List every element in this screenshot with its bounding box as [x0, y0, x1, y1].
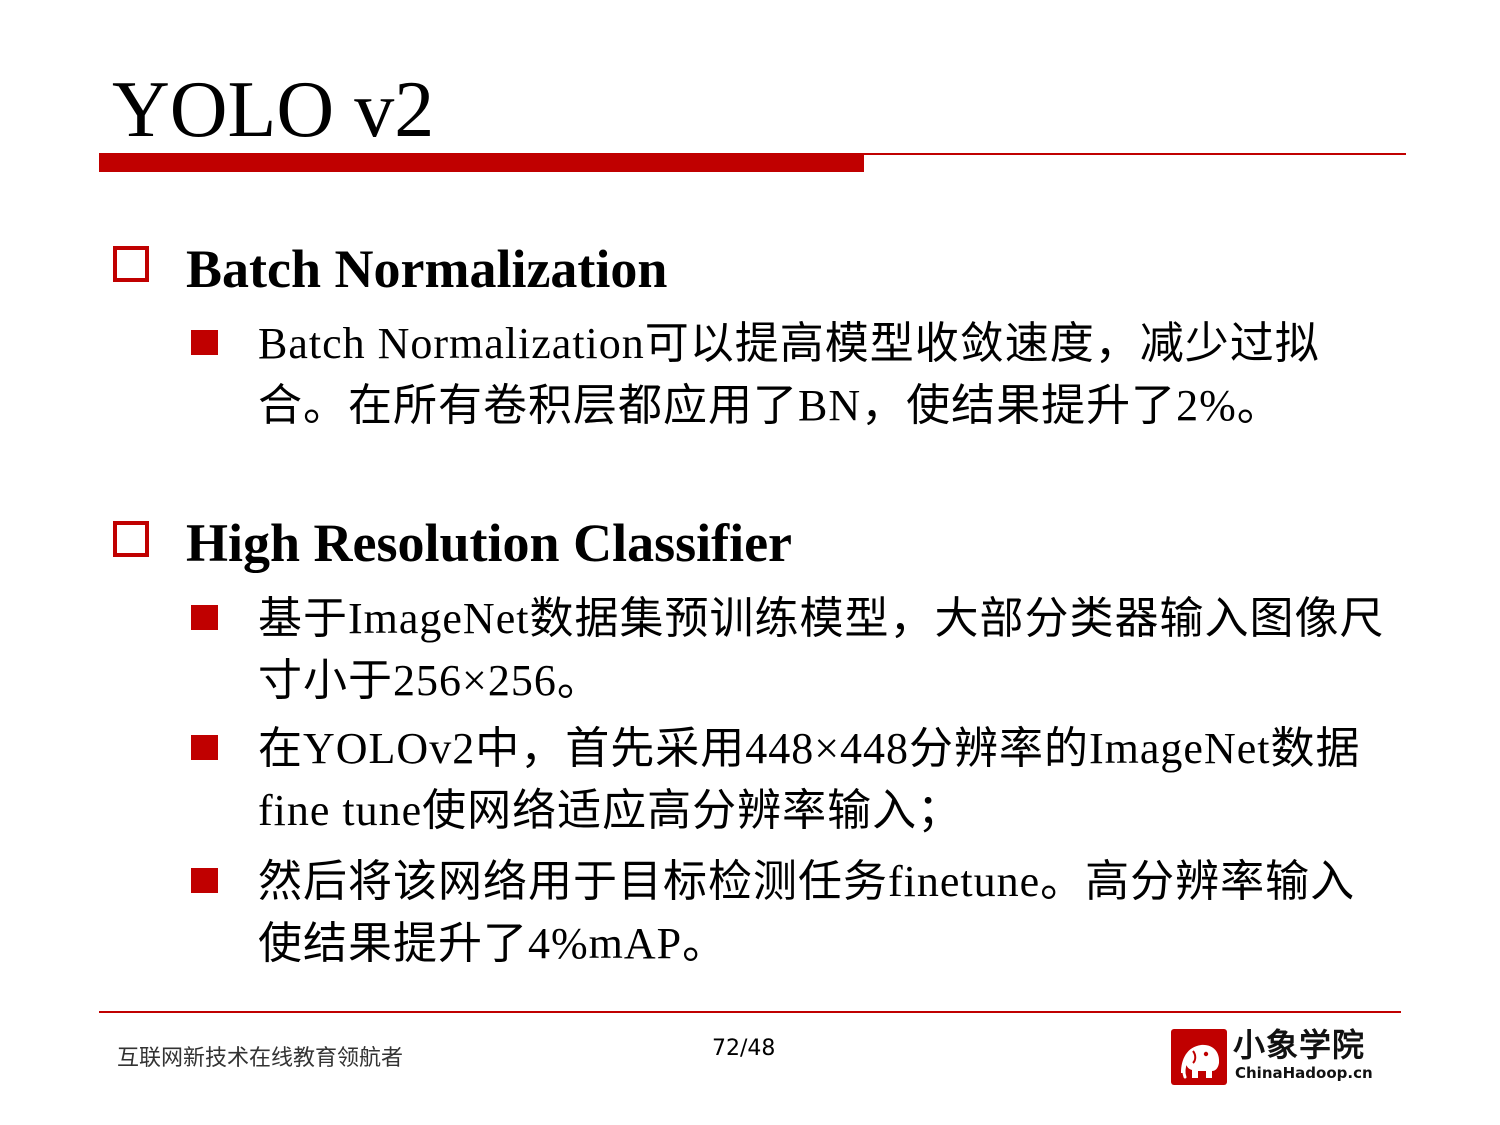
- section-high-resolution-classifier: High Resolution Classifier: [113, 511, 1403, 575]
- section-heading: High Resolution Classifier: [186, 513, 793, 573]
- bullet-item: 在YOLOv2中，首先采用448×448分辨率的ImageNet数据fine t…: [191, 718, 1359, 842]
- page-number: 72/48: [712, 1036, 776, 1061]
- logo-domain: ChinaHadoop.cn: [1235, 1064, 1373, 1082]
- filled-square-bullet-icon: [191, 735, 218, 760]
- footer-divider: [99, 1011, 1401, 1013]
- title-underline-thin: [99, 153, 1406, 155]
- footer-tagline: 互联网新技术在线教育领航者: [117, 1046, 404, 1071]
- logo-name: 小象学院: [1233, 1026, 1366, 1064]
- bullet-item: 基于ImageNet数据集预训练模型，大部分类器输入图像尺寸小于256×256。: [191, 588, 1383, 712]
- slide-title: YOLO v2: [112, 66, 435, 154]
- section-batch-normalization: Batch Normalization: [113, 237, 1403, 301]
- title-underline-thick: [99, 155, 864, 172]
- chinahadoop-logo: 小象学院 ChinaHadoop.cn: [1171, 1027, 1391, 1087]
- bullet-text: Batch Normalization可以提高模型收敛速度，减少过拟合。在所有卷…: [258, 319, 1320, 430]
- bullet-text: 然后将该网络用于目标检测任务finetune。高分辨率输入使结果提升了4%mAP…: [258, 857, 1356, 968]
- bullet-text: 在YOLOv2中，首先采用448×448分辨率的ImageNet数据fine t…: [258, 724, 1361, 835]
- hollow-square-bullet-icon: [113, 521, 149, 557]
- filled-square-bullet-icon: [191, 330, 218, 355]
- filled-square-bullet-icon: [191, 605, 218, 630]
- section-heading: Batch Normalization: [186, 239, 668, 299]
- filled-square-bullet-icon: [191, 868, 218, 893]
- bullet-item: 然后将该网络用于目标检测任务finetune。高分辨率输入使结果提升了4%mAP…: [191, 851, 1354, 975]
- elephant-icon: [1171, 1029, 1227, 1085]
- bullet-item: Batch Normalization可以提高模型收敛速度，减少过拟合。在所有卷…: [191, 313, 1326, 499]
- hollow-square-bullet-icon: [113, 246, 149, 282]
- bullet-text: 基于ImageNet数据集预训练模型，大部分类器输入图像尺寸小于256×256。: [258, 594, 1385, 705]
